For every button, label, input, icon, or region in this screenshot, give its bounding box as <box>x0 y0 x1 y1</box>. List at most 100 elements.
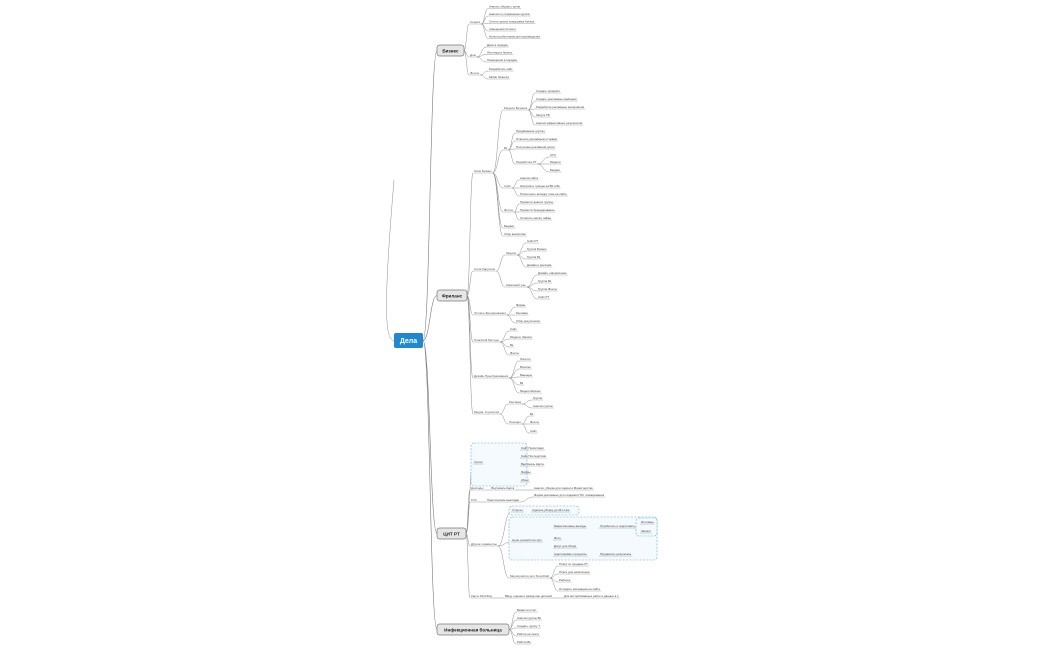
category-topic[interactable]: Другие параметры <box>471 542 497 546</box>
leaf-topic[interactable]: Анализ, уборка с кухни <box>489 4 520 8</box>
leaf-topic[interactable]: Анализ по сохранению курсов <box>489 12 530 16</box>
leaf-topic[interactable]: Группа <box>533 396 543 400</box>
leaf-topic[interactable]: Отработать и подготовить <box>600 524 636 528</box>
category-topic[interactable]: Кампаний уже <box>506 283 526 287</box>
leaf-topic[interactable]: Провести брендирование <box>520 208 555 212</box>
leaf-topic[interactable]: Анализ сайта <box>520 176 539 180</box>
leaf-topic[interactable]: Запуск ТВ <box>536 113 550 117</box>
leaf-topic[interactable]: Группа Вк <box>527 255 541 259</box>
leaf-topic[interactable]: Сети в группы помощника Advisor <box>489 19 535 23</box>
leaf-topic[interactable]: Фото <box>554 536 561 540</box>
leaf-topic[interactable]: Вертикаль Карта <box>491 486 514 490</box>
leaf-topic[interactable]: Анализ группы Вк <box>517 616 542 620</box>
leaf-topic[interactable]: Анализ группы <box>533 404 553 408</box>
leaf-topic[interactable]: Отвечать рекламным отзывам <box>516 137 557 141</box>
category-topic[interactable]: Дом <box>470 53 476 57</box>
leaf-topic[interactable]: Фонты <box>510 351 519 355</box>
leaf-topic[interactable]: Реклама <box>516 311 528 315</box>
leaf-topic[interactable]: Сайт РТ <box>538 295 549 299</box>
leaf-topic[interactable]: Провести анализ группы <box>520 200 553 204</box>
leaf-topic[interactable]: Форма рекламных для создания ГОС планиро… <box>534 493 605 497</box>
category-topic[interactable]: Задачи <box>506 251 516 255</box>
leaf-topic[interactable]: Сайт Поиск Кари <box>521 446 544 450</box>
leaf-topic[interactable]: Дела в порядке <box>487 43 508 47</box>
leaf-topic[interactable]: Анализ эффективных результатов <box>536 121 583 125</box>
category-topic[interactable]: Модели Бизнеса <box>504 106 528 110</box>
leaf-topic[interactable]: Баннеры <box>520 373 532 377</box>
main-topic-business[interactable] <box>436 44 465 57</box>
category-topic[interactable]: Сайт <box>504 184 512 188</box>
leaf-topic[interactable]: Модели Бизнес <box>520 389 541 393</box>
category-topic[interactable]: Оплаты Бронирования <box>474 311 506 315</box>
leaf-topic[interactable]: Дизайн и реклама <box>527 263 552 267</box>
leaf-topic[interactable]: Лестница в бизнес <box>487 50 513 54</box>
leaf-topic[interactable]: Получение рекламной доски <box>516 145 555 149</box>
category-topic[interactable]: Фонты <box>470 71 479 75</box>
leaf-topic[interactable]: СТО <box>550 153 557 157</box>
leaf-topic[interactable]: Дизайн, оформление <box>538 271 567 275</box>
leaf-topic[interactable]: Для востребованных работ и данных в 1 <box>564 594 619 598</box>
leaf-topic[interactable]: Сайт РТ <box>527 239 538 243</box>
leaf-topic[interactable]: Посмотреть вкладку тоже на сайте <box>520 192 567 196</box>
category-topic[interactable]: ГОС <box>471 498 478 502</box>
leaf-topic[interactable]: Записи <box>641 529 651 533</box>
category-topic[interactable]: Дизайн Преобразования <box>474 374 509 378</box>
leaf-topic[interactable]: Визитки <box>520 365 531 369</box>
leaf-topic[interactable]: Бюджет <box>550 168 561 172</box>
leaf-topic[interactable]: Плати по продаже РТ <box>559 562 588 566</box>
leaf-topic[interactable]: Сбор аналитики <box>504 232 526 236</box>
leaf-topic[interactable]: Вывести отчёт <box>517 608 537 612</box>
category-topic[interactable]: Сила Карусели <box>474 267 495 271</box>
leaf-topic[interactable]: Модели. Записи <box>510 335 532 339</box>
leaf-topic[interactable]: Отладить мотивацию на сайте <box>559 587 601 591</box>
category-topic[interactable]: Сервис <box>470 20 481 24</box>
leaf-topic[interactable]: Вертикаль Карта <box>521 462 544 466</box>
leaf-topic[interactable]: Создать группу Т <box>517 624 540 628</box>
leaf-topic[interactable]: Работа на ленте <box>517 632 540 636</box>
leaf-topic[interactable]: Итоговые <box>641 520 654 524</box>
leaf-topic[interactable]: Логотип <box>520 357 531 361</box>
leaf-topic[interactable]: Оплатить месяц таймы <box>520 216 551 220</box>
category-topic[interactable]: Разработка РТ <box>516 160 537 164</box>
category-topic[interactable]: Отделы <box>512 508 523 512</box>
category-topic[interactable]: Связи <box>474 460 483 464</box>
category-topic[interactable]: Позиции <box>509 420 521 424</box>
leaf-topic[interactable]: Сайт <box>510 327 517 331</box>
leaf-topic[interactable]: Создать профили <box>536 89 560 93</box>
leaf-topic[interactable]: Вк <box>510 343 514 347</box>
category-topic[interactable]: Реклама <box>509 400 521 404</box>
category-topic[interactable]: Вк <box>504 146 508 150</box>
category-topic[interactable]: Своя Бизнес <box>474 169 492 173</box>
leaf-topic[interactable]: Адаптировать процессы <box>554 552 587 556</box>
leaf-topic[interactable]: Помещения в порядке <box>487 58 517 62</box>
leaf-topic[interactable]: Продвижение группы <box>516 129 545 133</box>
leaf-topic[interactable]: Налоги работников для производства <box>489 34 540 38</box>
leaf-topic[interactable]: Создать рекламные кампании <box>536 97 577 101</box>
leaf-topic[interactable]: Разработать сайт <box>489 67 513 71</box>
leaf-topic[interactable]: Группа Бизнес <box>527 247 547 251</box>
leaf-topic[interactable]: Абонт <box>521 478 530 482</box>
category-topic[interactable]: SmartCall Методы <box>474 338 499 342</box>
main-topic-infectious-hospital[interactable] <box>436 623 510 636</box>
main-topic-freelance[interactable] <box>436 289 468 302</box>
leaf-topic[interactable]: Анализ, уборка для подачи в Министерство <box>534 486 593 490</box>
leaf-topic[interactable]: Разработка рекламных материалов <box>536 105 585 109</box>
category-topic[interactable]: Доклады <box>471 486 483 490</box>
category-topic[interactable]: Цена разработки Цит <box>512 538 542 542</box>
leaf-topic[interactable]: Кабин бизнеса <box>489 75 509 79</box>
category-topic[interactable]: Мероприятия для SmartCall <box>510 574 549 578</box>
leaf-topic[interactable]: Настроить тренды на ВК и Вк <box>520 184 560 188</box>
leaf-topic[interactable]: Сбор результатов <box>516 319 540 323</box>
category-topic[interactable]: Медиа. Стратегия <box>474 410 499 414</box>
leaf-topic[interactable]: Продвигать результаты <box>600 552 631 556</box>
leaf-topic[interactable]: Фирма <box>516 303 525 307</box>
leaf-topic[interactable]: Бюджет <box>504 224 515 228</box>
leaf-topic[interactable]: Группа Фонты <box>538 287 557 291</box>
leaf-topic[interactable]: Фирмы <box>521 470 531 474</box>
leaf-topic[interactable]: Вк <box>530 412 534 416</box>
leaf-topic[interactable]: помещения Сплоил <box>489 27 516 31</box>
root-topic-box[interactable] <box>394 333 423 348</box>
category-topic[interactable]: Фонты <box>504 208 513 212</box>
category-topic[interactable]: Карта WorkDay <box>471 594 493 598</box>
leaf-topic[interactable]: Маркетинговые выходы <box>554 524 586 528</box>
